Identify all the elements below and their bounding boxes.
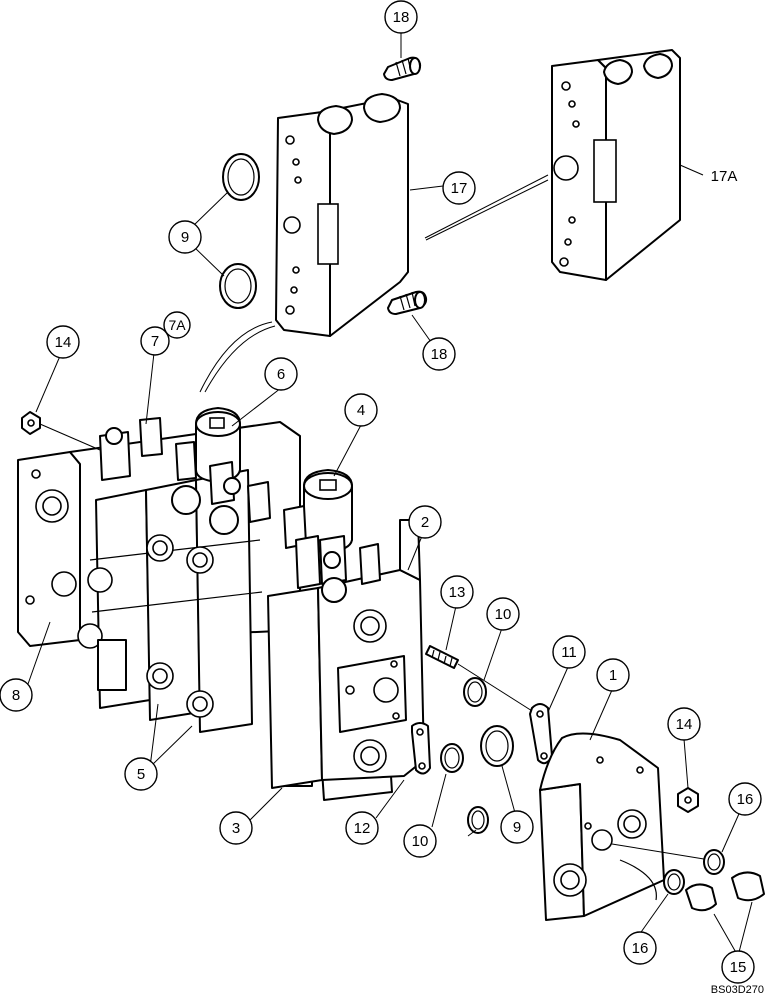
callout-18-lower: 18: [422, 337, 456, 371]
callout-14-left: 14: [46, 325, 80, 359]
callout-10-a: 10: [486, 597, 520, 631]
callout-14-right: 14: [667, 707, 701, 741]
part-15-plugs: [685, 871, 765, 912]
svg-text:14: 14: [676, 716, 693, 733]
callout-17a: 17A: [711, 168, 738, 185]
svg-text:17: 17: [451, 180, 468, 197]
part-14-nut-left: [21, 411, 41, 435]
part-12-gasket: [411, 722, 431, 775]
callout-16-upper: 16: [728, 782, 762, 816]
callout-4: 4: [344, 393, 378, 427]
svg-text:5: 5: [137, 766, 145, 783]
callout-15: 15: [721, 950, 755, 984]
part-18-screw-top: [383, 56, 422, 81]
callout-16-lower: 16: [623, 931, 657, 965]
callout-11: 11: [552, 635, 586, 669]
svg-text:16: 16: [737, 791, 754, 808]
callout-1: 1: [596, 658, 630, 692]
part-14-nut-right: [677, 787, 699, 813]
callout-6: 6: [264, 357, 298, 391]
callout-2: 2: [408, 505, 442, 539]
part-17-end-section: [275, 93, 409, 337]
part-17a-end-section: [551, 49, 681, 281]
part-13-stud: [425, 645, 459, 669]
svg-text:11: 11: [561, 644, 577, 661]
svg-text:18: 18: [431, 346, 448, 363]
svg-text:9: 9: [181, 229, 189, 246]
callout-10-b: 10: [403, 824, 437, 858]
part-10-o-ring-a: [463, 677, 487, 707]
svg-text:6: 6: [277, 366, 285, 383]
svg-text:8: 8: [12, 687, 20, 704]
callout-17: 17: [442, 171, 476, 205]
callout-12: 12: [345, 811, 379, 845]
svg-text:14: 14: [55, 334, 72, 351]
svg-text:13: 13: [449, 584, 466, 601]
svg-text:7: 7: [151, 333, 159, 350]
svg-text:9: 9: [513, 819, 521, 836]
callout-3: 3: [219, 811, 253, 845]
drawing-id: BS03D270: [711, 984, 764, 996]
part-18-screw-lower: [387, 290, 428, 315]
callout-7a: 7A: [163, 311, 191, 339]
callout-9-bottom: 9: [500, 810, 534, 844]
valve-stack-assembly: [17, 407, 425, 801]
svg-text:12: 12: [354, 820, 371, 837]
svg-text:1: 1: [609, 667, 617, 684]
svg-text:18: 18: [393, 9, 410, 26]
callout-13: 13: [440, 575, 474, 609]
svg-text:2: 2: [421, 514, 429, 531]
svg-text:10: 10: [412, 833, 429, 850]
svg-text:15: 15: [730, 959, 747, 976]
callout-7: 7: [140, 326, 170, 356]
callout-5: 5: [124, 757, 158, 791]
part-9-o-rings-top: [219, 153, 260, 309]
svg-text:10: 10: [495, 606, 512, 623]
svg-text:4: 4: [357, 402, 365, 419]
svg-text:16: 16: [632, 940, 649, 957]
svg-text:17A: 17A: [711, 168, 738, 185]
callout-9-top: 9: [168, 220, 202, 254]
callout-18-top: 18: [384, 0, 418, 34]
part-1-end-cover: [539, 732, 665, 921]
svg-text:3: 3: [232, 820, 240, 837]
callout-8: 8: [0, 678, 33, 712]
part-16-seals: [663, 849, 725, 895]
part-11-gasket: [529, 703, 553, 765]
part-10-9-o-rings: [440, 725, 514, 834]
svg-text:7A: 7A: [168, 317, 186, 333]
